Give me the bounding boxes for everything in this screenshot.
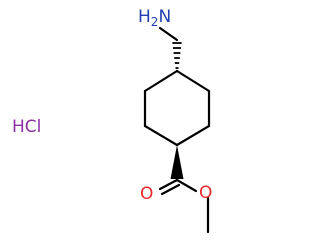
ester-oxygen-label: O [199, 183, 212, 203]
ring-bond-6 [143, 69, 179, 93]
ring-bond-3 [175, 124, 211, 147]
cyclohexane-ring [143, 69, 211, 147]
hashed-wedge-bond [172, 42, 182, 69]
molecule-drawing: H2N HCl O O [12, 7, 212, 234]
structure-canvas: H2N HCl O O [12, 7, 212, 234]
carbonyl-oxygen-label: O [140, 184, 153, 204]
c-o-bond [175, 178, 198, 193]
ring-bond-1 [175, 69, 211, 93]
solid-wedge-bond [170, 145, 184, 179]
ester-bonds [175, 178, 210, 234]
amine-label: H2N [138, 7, 171, 29]
carbonyl-double-bond [158, 178, 181, 196]
hcl-label: HCl [12, 117, 41, 137]
ch2-n-bond [158, 26, 179, 42]
ring-bond-4 [143, 124, 179, 147]
